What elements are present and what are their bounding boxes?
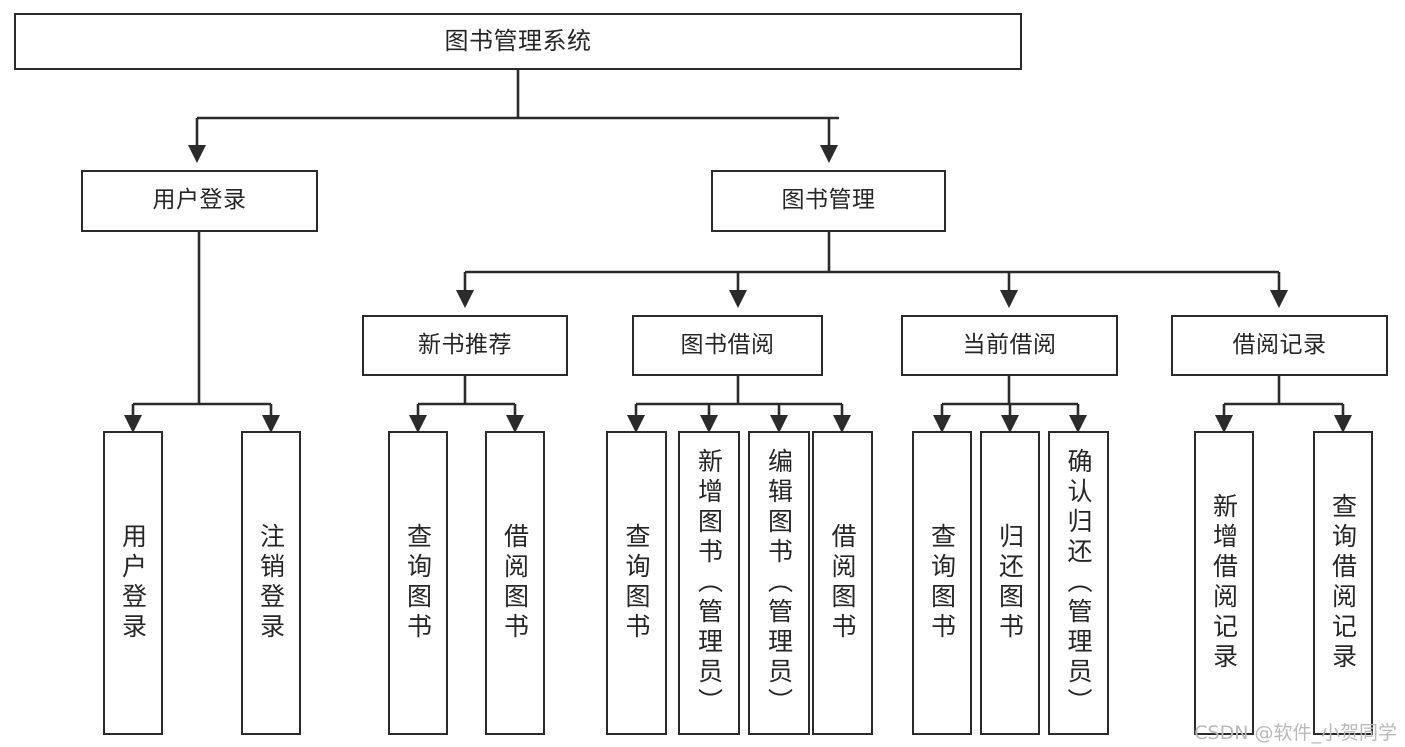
- node-root-book-management-system[interactable]: 图书管理系统: [14, 13, 1022, 70]
- leaf-current-borrow-confirm-return-admin[interactable]: 确认归还（管理员）: [1048, 431, 1109, 735]
- leaf-current-borrow-return-book[interactable]: 归还图书: [980, 431, 1040, 735]
- node-label: 查询借阅记录: [1328, 493, 1358, 673]
- node-label: 查询图书: [927, 523, 957, 643]
- leaf-book-borrow-add-book-admin[interactable]: 新增图书（管理员）: [678, 431, 740, 735]
- node-label: 图书管理系统: [444, 27, 592, 56]
- watermark: CSDN @软件_小贺同学: [1194, 722, 1397, 744]
- leaf-user-login-login[interactable]: 用户登录: [103, 431, 163, 735]
- node-label: 查询图书: [622, 523, 651, 643]
- node-book-management[interactable]: 图书管理: [711, 170, 946, 232]
- leaf-current-borrow-query-book[interactable]: 查询图书: [912, 431, 972, 735]
- leaf-new-book-borrow-book[interactable]: 借阅图书: [485, 431, 545, 735]
- leaf-borrow-record-query-record[interactable]: 查询借阅记录: [1313, 431, 1373, 735]
- node-book-borrow[interactable]: 图书借阅: [632, 315, 823, 376]
- node-label: 用户登录: [118, 523, 148, 643]
- node-label: 当前借阅: [962, 331, 1057, 358]
- node-label: 用户登录: [152, 187, 247, 214]
- node-label: 编辑图书（管理员）: [764, 448, 794, 718]
- node-label: 图书管理: [781, 187, 876, 214]
- node-current-borrow[interactable]: 当前借阅: [901, 315, 1118, 376]
- leaf-user-login-logout[interactable]: 注销登录: [241, 431, 301, 735]
- node-label: 借阅记录: [1232, 331, 1327, 358]
- node-label: 借阅图书: [828, 523, 857, 643]
- leaf-borrow-record-add-record[interactable]: 新增借阅记录: [1194, 431, 1254, 735]
- node-borrow-record[interactable]: 借阅记录: [1171, 315, 1388, 376]
- node-new-book-recommend[interactable]: 新书推荐: [362, 315, 568, 376]
- leaf-book-borrow-edit-book-admin[interactable]: 编辑图书（管理员）: [748, 431, 810, 735]
- leaf-book-borrow-query-book[interactable]: 查询图书: [606, 431, 667, 735]
- leaf-new-book-query-book[interactable]: 查询图书: [388, 431, 448, 735]
- node-label: 确认归还（管理员）: [1064, 448, 1093, 718]
- node-label: 图书借阅: [680, 331, 775, 358]
- node-label: 注销登录: [256, 523, 286, 643]
- node-label: 查询图书: [403, 523, 433, 643]
- node-label: 新增图书（管理员）: [694, 448, 724, 718]
- node-user-login[interactable]: 用户登录: [81, 170, 318, 232]
- leaf-book-borrow-borrow-book[interactable]: 借阅图书: [812, 431, 873, 735]
- node-label: 新书推荐: [418, 331, 512, 358]
- node-label: 归还图书: [995, 523, 1025, 643]
- node-label: 借阅图书: [500, 523, 530, 643]
- node-label: 新增借阅记录: [1209, 493, 1239, 673]
